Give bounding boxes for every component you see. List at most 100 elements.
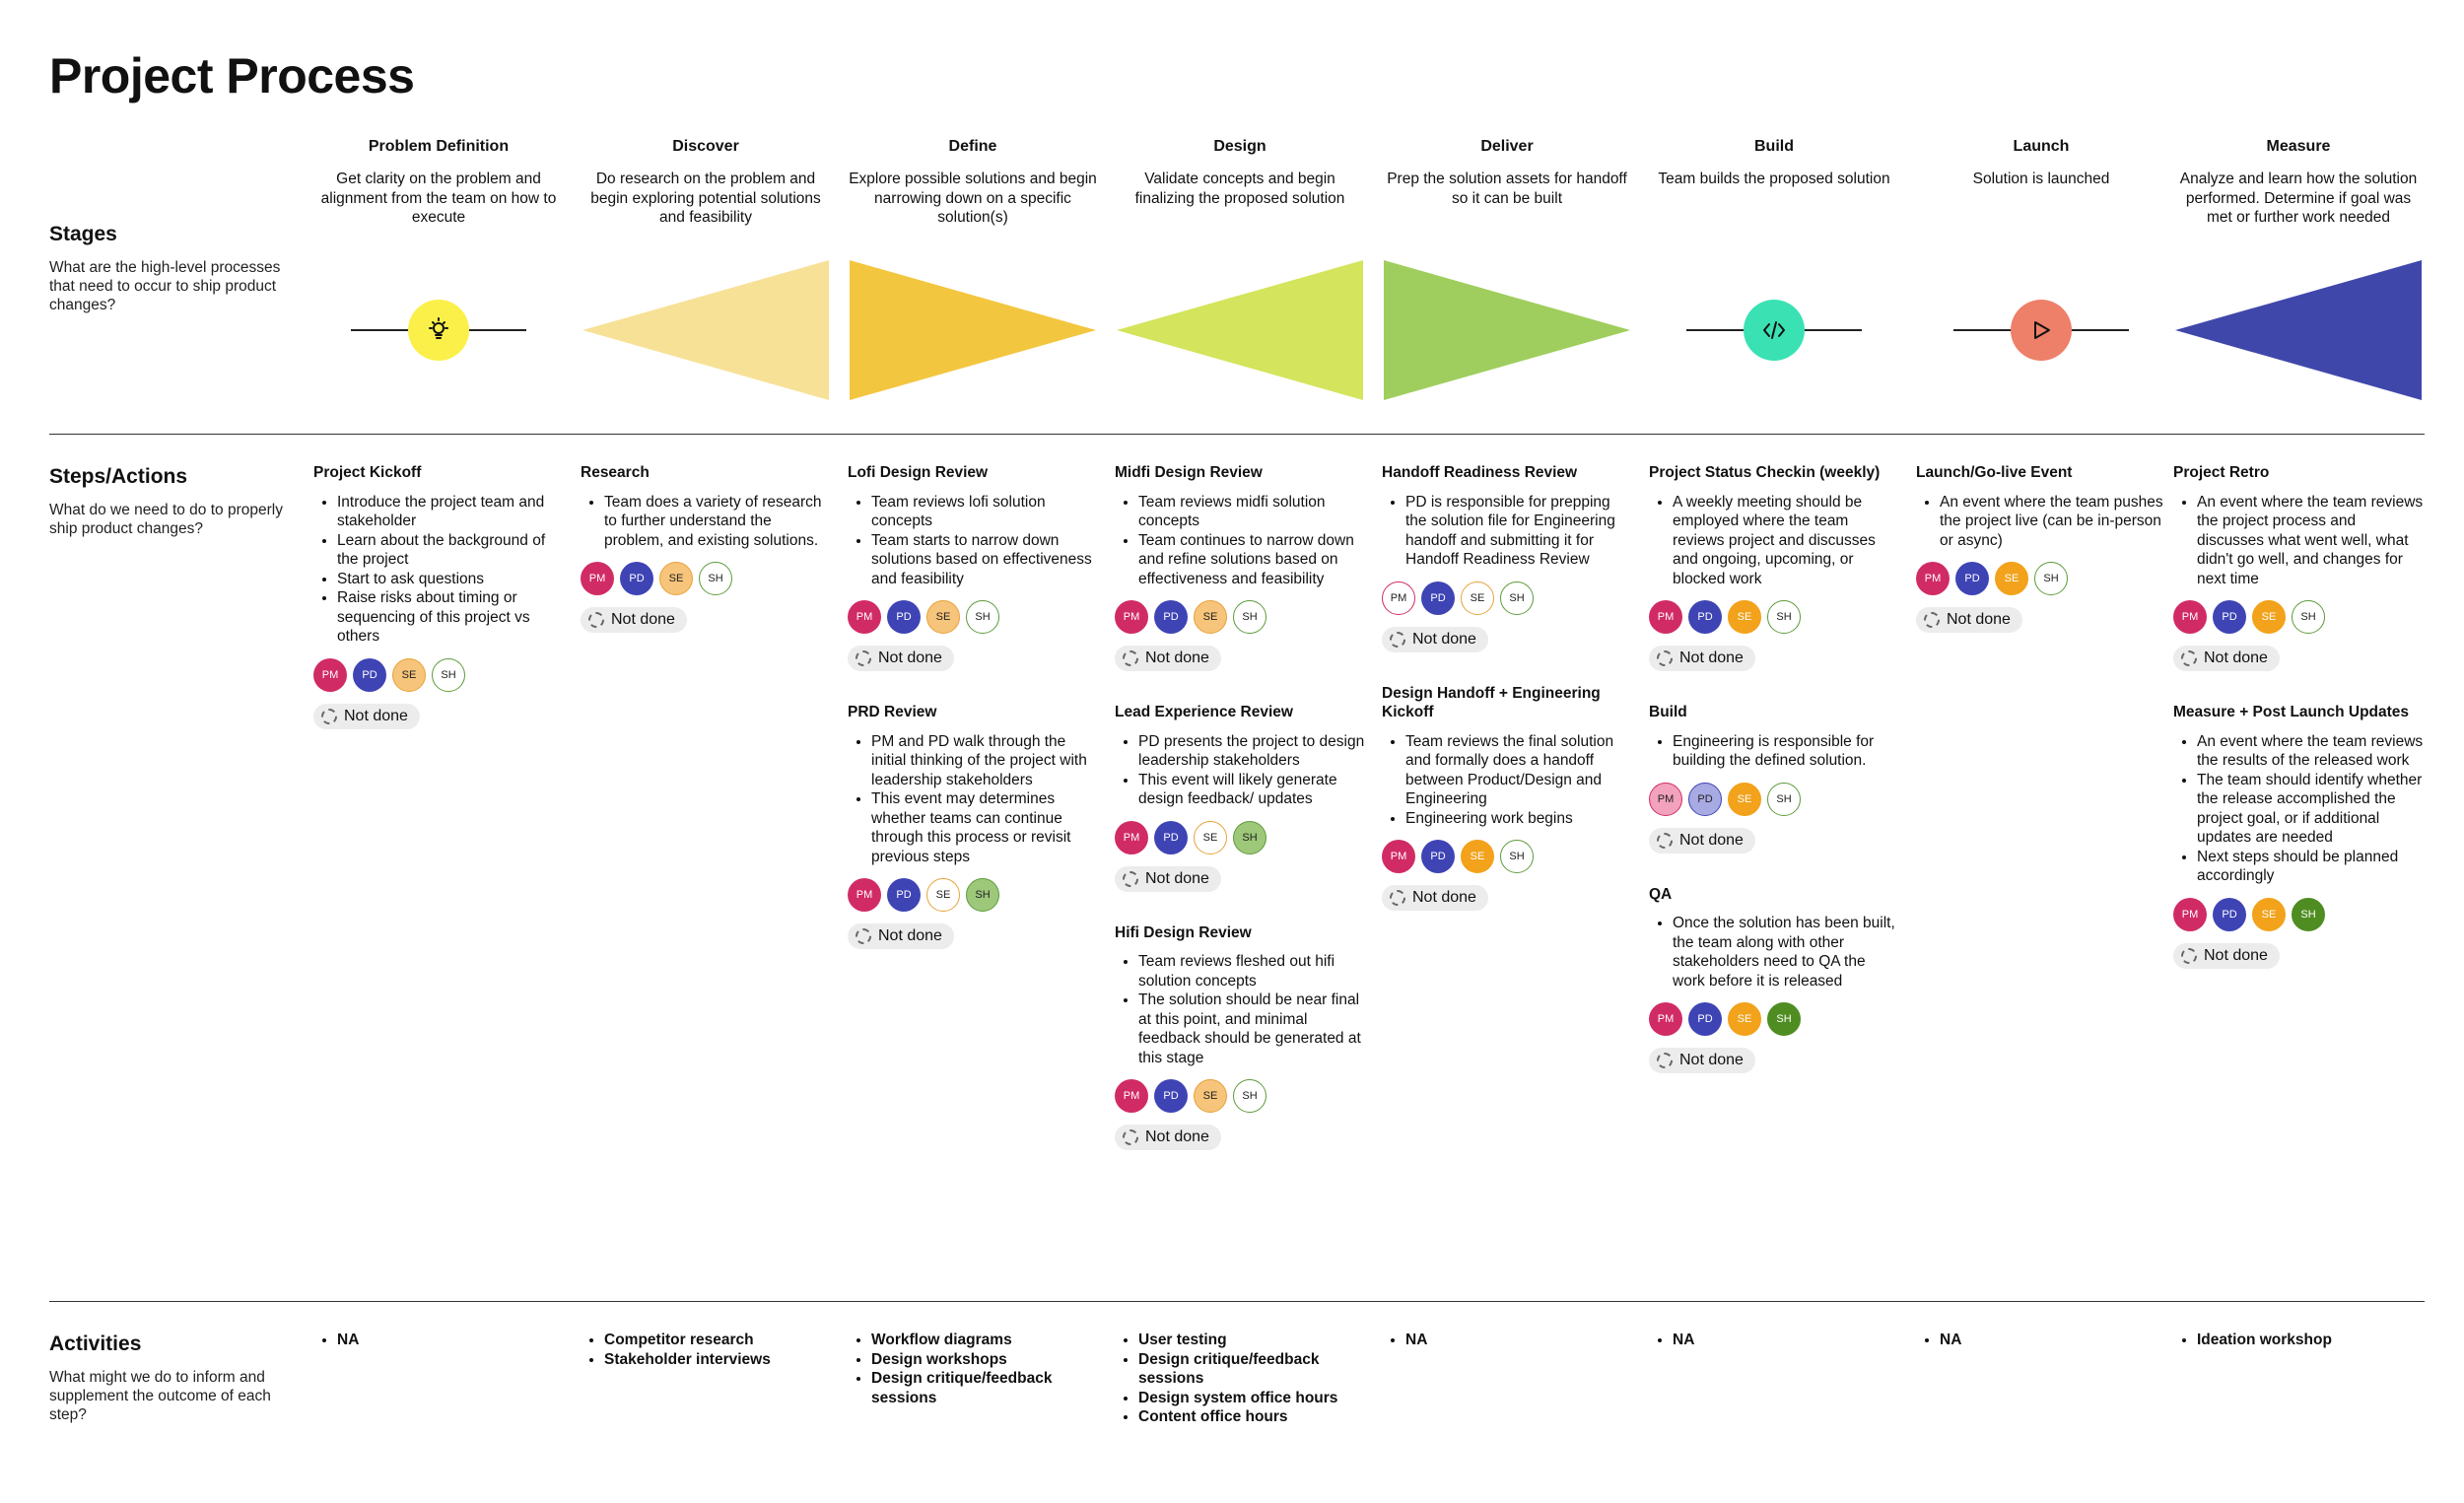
avatar-pd[interactable]: PD xyxy=(887,600,921,634)
avatar-se[interactable]: SE xyxy=(1728,782,1761,816)
stage-name: Problem Definition xyxy=(368,138,510,155)
avatar-sh[interactable]: SH xyxy=(966,878,999,912)
status-badge[interactable]: Not done xyxy=(2173,646,2280,671)
avatar-se[interactable]: SE xyxy=(392,657,426,692)
activity-item: Content office hours xyxy=(1138,1407,1365,1427)
avatar-sh[interactable]: SH xyxy=(1233,1079,1266,1113)
step-card: Project Status Checkin (weekly)A weekly … xyxy=(1649,463,1899,671)
status-ring-icon xyxy=(856,650,871,666)
step-title: Build xyxy=(1649,704,1687,720)
avatar-pm[interactable]: PM xyxy=(1649,600,1682,634)
avatar-pd[interactable]: PD xyxy=(2213,897,2246,931)
avatar-se[interactable]: SE xyxy=(1728,1002,1761,1036)
avatar-pm[interactable]: PM xyxy=(1649,1002,1682,1036)
avatar-sh[interactable]: SH xyxy=(1500,581,1534,615)
status-badge[interactable]: Not done xyxy=(1382,885,1488,911)
avatar-pd[interactable]: PD xyxy=(1955,562,1989,595)
avatar-pm[interactable]: PM xyxy=(848,600,881,634)
avatar-pm[interactable]: PM xyxy=(848,878,881,912)
avatar-sh[interactable]: SH xyxy=(2034,562,2068,595)
step-bullets: Team reviews fleshed out hifi solution c… xyxy=(1115,952,1365,1067)
avatar-pd[interactable]: PD xyxy=(620,562,653,595)
avatar-pm[interactable]: PM xyxy=(1649,782,1682,816)
step-bullet: This event may determines whether teams … xyxy=(871,789,1098,866)
avatar-se[interactable]: SE xyxy=(659,562,693,595)
avatar-sh[interactable]: SH xyxy=(432,657,465,692)
status-badge[interactable]: Not done xyxy=(848,923,954,949)
avatar-pd[interactable]: PD xyxy=(1688,1002,1722,1036)
avatar-pd[interactable]: PD xyxy=(1688,600,1722,634)
avatar-se[interactable]: SE xyxy=(926,878,960,912)
status-badge[interactable]: Not done xyxy=(1649,1048,1755,1073)
avatar-pm[interactable]: PM xyxy=(2173,600,2207,634)
avatar-pm[interactable]: PM xyxy=(581,562,614,595)
status-badge[interactable]: Not done xyxy=(1382,626,1488,652)
avatar-pm[interactable]: PM xyxy=(1115,1079,1148,1113)
status-badge[interactable]: Not done xyxy=(1115,646,1221,671)
step-bullets: Team does a variety of research to furth… xyxy=(581,493,831,551)
avatar-sh[interactable]: SH xyxy=(1233,600,1266,634)
avatar-se[interactable]: SE xyxy=(1194,820,1227,854)
status-label: Not done xyxy=(344,707,408,724)
avatar-se[interactable]: SE xyxy=(2252,897,2286,931)
status-badge[interactable]: Not done xyxy=(581,607,687,633)
step-bullets: PM and PD walk through the initial think… xyxy=(848,732,1098,867)
avatar-pd[interactable]: PD xyxy=(1154,820,1188,854)
avatar-pd[interactable]: PD xyxy=(887,878,921,912)
status-badge[interactable]: Not done xyxy=(1115,865,1221,892)
avatar-pm[interactable]: PM xyxy=(2173,897,2207,931)
avatar-se[interactable]: SE xyxy=(1995,562,2028,595)
avatar-se[interactable]: SE xyxy=(926,600,960,634)
avatar-sh[interactable]: SH xyxy=(1500,840,1534,873)
steps-title: Steps/Actions xyxy=(49,465,188,488)
avatar-sh[interactable]: SH xyxy=(966,600,999,634)
stage-desc: Do research on the problem and begin exp… xyxy=(590,171,821,226)
step-title: Hifi Design Review xyxy=(1115,923,1252,941)
avatar-pd[interactable]: PD xyxy=(2213,600,2246,634)
avatar-se[interactable]: SE xyxy=(2252,600,2286,634)
avatar-pm[interactable]: PM xyxy=(1382,581,1415,615)
status-ring-icon xyxy=(588,612,604,628)
avatar-sh[interactable]: SH xyxy=(2292,897,2325,931)
avatar-pd[interactable]: PD xyxy=(353,657,386,692)
avatar-sh[interactable]: SH xyxy=(1767,600,1801,634)
activities-column: Ideation workshop xyxy=(2173,1331,2424,1350)
avatar-pm[interactable]: PM xyxy=(1115,820,1148,854)
stage-desc: Team builds the proposed solution xyxy=(1658,171,1890,187)
step-title: Project Retro xyxy=(2173,464,2270,481)
status-badge[interactable]: Not done xyxy=(1916,607,2022,633)
avatar-sh[interactable]: SH xyxy=(1767,1002,1801,1036)
activities-desc: What might we do to inform and supplemen… xyxy=(49,1369,271,1423)
step-bullets: Team reviews lofi solution conceptsTeam … xyxy=(848,493,1098,589)
avatar-se[interactable]: SE xyxy=(1728,600,1761,634)
status-badge[interactable]: Not done xyxy=(1649,827,1755,854)
avatar-pm[interactable]: PM xyxy=(313,657,347,692)
status-badge[interactable]: Not done xyxy=(2173,942,2280,969)
avatar-se[interactable]: SE xyxy=(1194,600,1227,634)
status-badge[interactable]: Not done xyxy=(1115,1125,1221,1150)
avatar-pd[interactable]: PD xyxy=(1688,782,1722,816)
avatar-pd[interactable]: PD xyxy=(1154,600,1188,634)
avatar-se[interactable]: SE xyxy=(1461,840,1494,873)
avatar-sh[interactable]: SH xyxy=(699,562,732,595)
avatar-pd[interactable]: PD xyxy=(1421,840,1455,873)
avatar-sh[interactable]: SH xyxy=(1233,820,1266,854)
avatar-se[interactable]: SE xyxy=(1194,1079,1227,1113)
status-badge[interactable]: Not done xyxy=(1649,646,1755,671)
step-card: Design Handoff + Engineering KickoffTeam… xyxy=(1382,684,1632,911)
avatar-pm[interactable]: PM xyxy=(1382,840,1415,873)
avatar-se[interactable]: SE xyxy=(1461,581,1494,615)
stage-desc: Analyze and learn how the solution perfo… xyxy=(2179,171,2418,226)
status-badge[interactable]: Not done xyxy=(848,646,954,671)
avatar-pd[interactable]: PD xyxy=(1154,1079,1188,1113)
avatar-sh[interactable]: SH xyxy=(1767,782,1801,816)
avatar-pm[interactable]: PM xyxy=(1115,600,1148,634)
avatar-pd[interactable]: PD xyxy=(1421,581,1455,615)
status-badge[interactable]: Not done xyxy=(313,703,420,729)
avatar-sh[interactable]: SH xyxy=(2292,600,2325,634)
avatar-pm[interactable]: PM xyxy=(1916,562,1950,595)
